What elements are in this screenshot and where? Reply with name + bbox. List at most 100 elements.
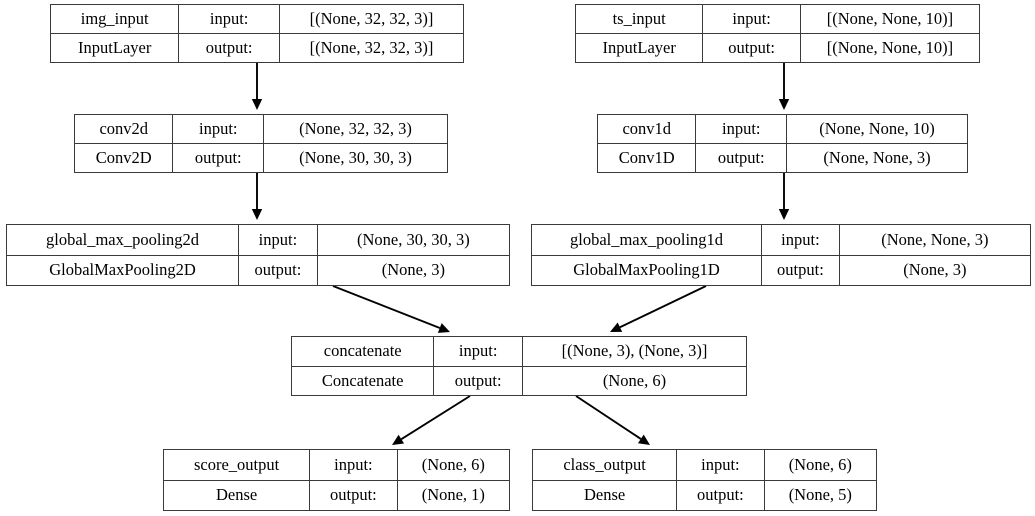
input-shape-value: [(None, 3), (None, 3)] (561, 341, 708, 360)
layer-name: img_input (51, 5, 180, 33)
layer-class-name: Dense (533, 480, 678, 510)
output-label: output: (677, 480, 765, 510)
layer-class-name: GlobalMaxPooling1D (532, 255, 763, 285)
layer-class-name: Conv2D (75, 144, 174, 172)
layer-class-name: InputLayer (51, 34, 180, 62)
output-label: output: (310, 480, 398, 510)
input-shape-value: (None, 6) (421, 454, 485, 474)
layer-class-name: Concatenate (292, 366, 435, 395)
edge-global_max_pooling1d-to-concatenate (610, 285, 707, 332)
input-label: input: (762, 225, 840, 255)
output-label: output: (179, 34, 280, 62)
layer-class-name: Dense (164, 480, 311, 510)
edge-concatenate-to-score_output (392, 395, 471, 445)
edge-line (400, 395, 471, 440)
output-label: output: (762, 255, 840, 285)
layer-name: class_output (533, 450, 678, 480)
input-shape-value: (None, 32, 32, 3) (299, 118, 412, 138)
output-label: output: (173, 144, 265, 172)
edge-global_max_pooling2d-to-concatenate (332, 285, 450, 333)
edge-arrowhead (610, 322, 623, 332)
output-shape-value: (None, 3) (903, 260, 967, 279)
output-label: output: (239, 255, 318, 285)
output-shape-value: (None, 5) (788, 485, 852, 504)
layer-class-name: GlobalMaxPooling2D (7, 255, 240, 285)
input-shape-value: (None, 30, 30, 3) (357, 229, 470, 249)
edge-arrowhead (778, 99, 790, 110)
output-shape-value: (None, 3) (381, 260, 445, 279)
edge-img_input-to-conv2d (251, 63, 263, 110)
edge-line (619, 285, 707, 329)
input-label: input: (310, 450, 398, 480)
input-label: input: (703, 5, 801, 33)
layer-name: global_max_pooling1d (532, 225, 763, 255)
output-shape-value: [(None, 32, 32, 3)] (309, 37, 434, 57)
layer-name: global_max_pooling2d (7, 225, 240, 255)
output-label: output: (696, 144, 788, 172)
edge-line (332, 285, 441, 329)
input-shape-value: [(None, None, 10)] (826, 8, 954, 28)
edge-line (575, 395, 642, 440)
layer-name: conv2d (75, 115, 174, 143)
edge-concatenate-to-class_output (575, 395, 650, 445)
input-label: input: (173, 115, 265, 143)
layer-name: score_output (164, 450, 311, 480)
input-shape-value: [(None, 32, 32, 3)] (309, 8, 434, 28)
input-label: input: (239, 225, 318, 255)
input-shape-value: (None, None, 3) (881, 229, 989, 249)
input-label: input: (179, 5, 280, 33)
input-label: input: (677, 450, 765, 480)
input-label: input: (696, 115, 788, 143)
output-shape-value: (None, 30, 30, 3) (299, 147, 412, 167)
edge-arrowhead (778, 209, 790, 220)
output-label: output: (703, 34, 801, 62)
edge-arrowhead (392, 434, 405, 445)
edge-arrowhead (251, 99, 263, 110)
layer-name: concatenate (292, 337, 435, 366)
edge-conv2d-to-global_max_pooling2d (251, 173, 263, 220)
edge-ts_input-to-conv1d (778, 63, 790, 110)
edge-arrowhead (251, 209, 263, 220)
edge-arrowhead (637, 434, 650, 445)
output-shape-value: [(None, None, 10)] (826, 37, 954, 57)
input-shape-value: (None, None, 10) (819, 118, 935, 138)
edge-conv1d-to-global_max_pooling1d (778, 173, 790, 220)
input-shape-value: (None, 6) (788, 454, 852, 474)
output-label: output: (434, 366, 523, 395)
output-shape-value: (None, 6) (602, 370, 667, 390)
input-label: input: (434, 337, 523, 366)
layer-name: conv1d (598, 115, 697, 143)
layer-name: ts_input (576, 5, 704, 33)
output-shape-value: (None, 1) (421, 485, 485, 504)
output-shape-value: (None, None, 3) (823, 147, 931, 167)
layer-class-name: Conv1D (598, 144, 697, 172)
